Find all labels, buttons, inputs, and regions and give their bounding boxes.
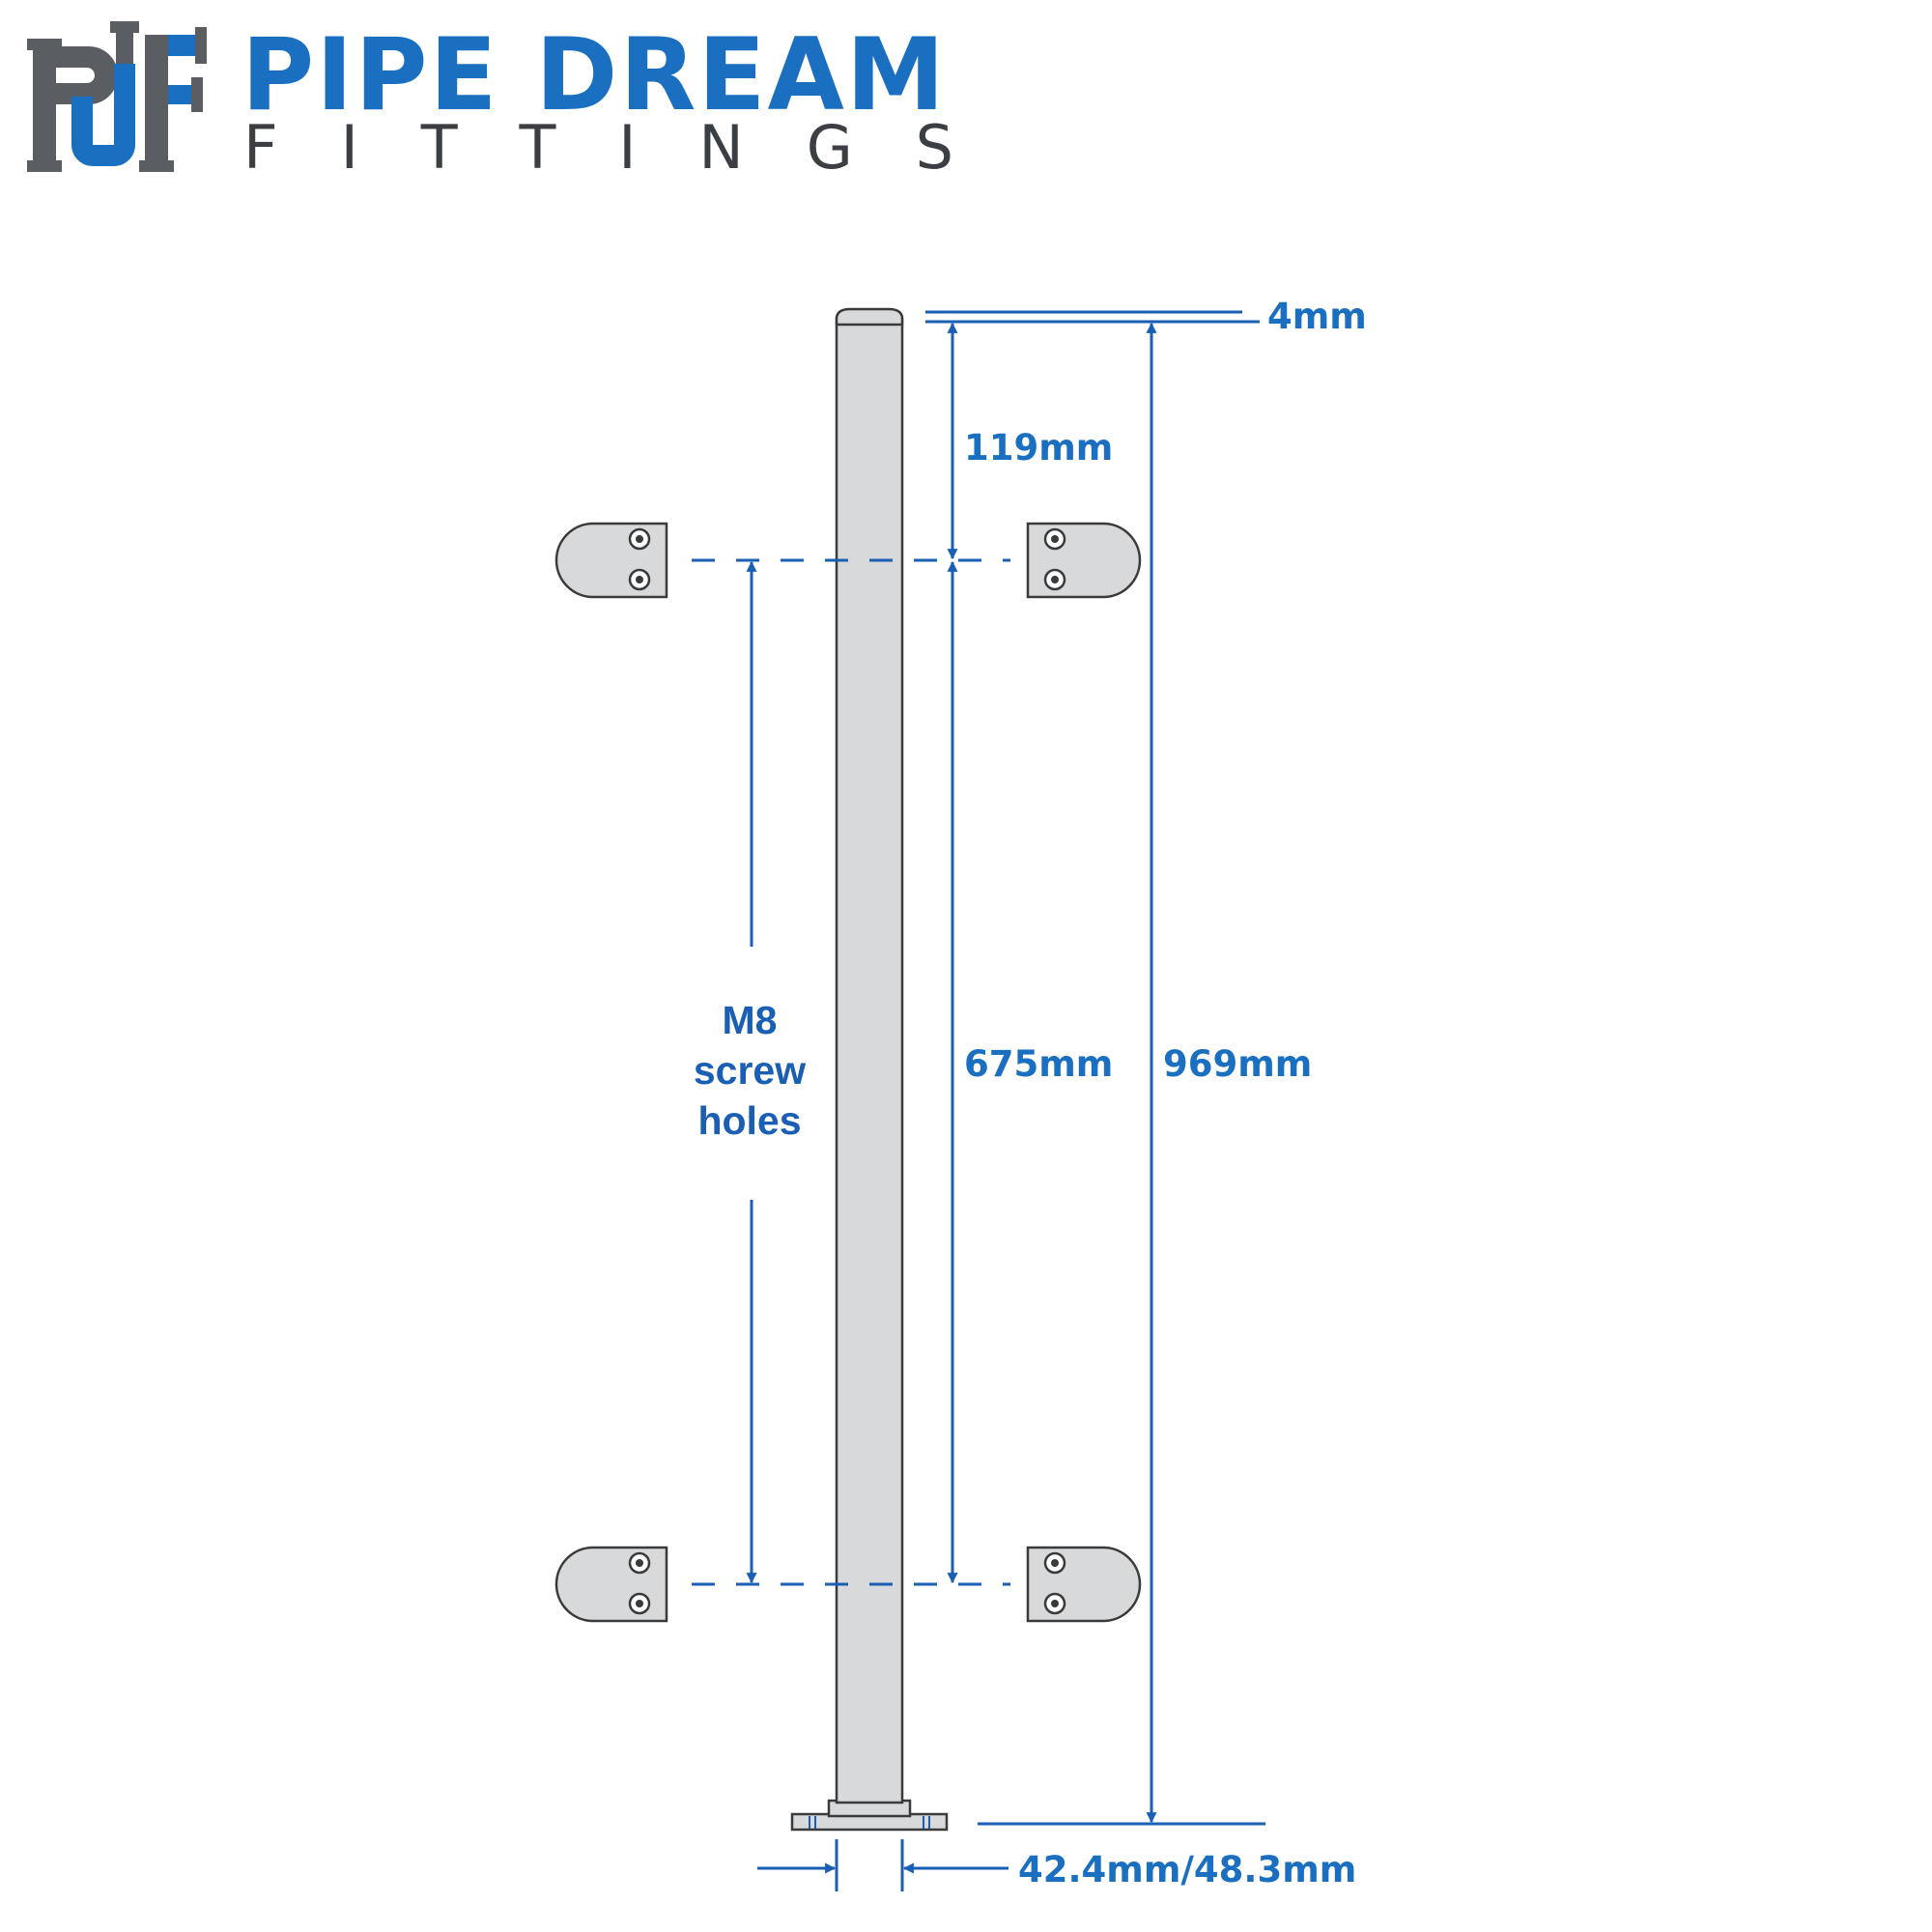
glass-clamp-bottom-left <box>554 1546 668 1623</box>
brand-name-line1: PIPE DREAM <box>242 17 947 133</box>
dim-label-clamp-spacing: 675mm <box>964 1043 1113 1085</box>
glass-clamp-top-right <box>1026 522 1142 599</box>
brand-logo: PIPE DREAM FITTINGS <box>27 17 953 183</box>
note-line-3: holes <box>697 1098 801 1143</box>
post <box>790 307 949 1832</box>
pdf-pipe-monogram <box>27 21 207 172</box>
dim-label-total-height: 969mm <box>1163 1043 1312 1085</box>
screw-hole-centerlines <box>692 558 1010 1586</box>
m8-screw-holes-note: M8 screw holes <box>694 998 806 1143</box>
note-line-2: screw <box>694 1048 806 1093</box>
glass-clamp-bottom-right <box>1026 1546 1142 1623</box>
dimension-lines <box>746 310 1265 1891</box>
note-line-1: M8 <box>723 998 778 1042</box>
post-tube <box>835 317 904 1804</box>
dim-label-top-to-clamp: 119mm <box>964 427 1113 469</box>
glass-clamp-top-left <box>554 522 668 599</box>
dim-label-diameter: 42.4mm/48.3mm <box>1018 1849 1356 1890</box>
dim-label-cap: 4mm <box>1267 296 1367 337</box>
post-cap <box>835 307 904 327</box>
